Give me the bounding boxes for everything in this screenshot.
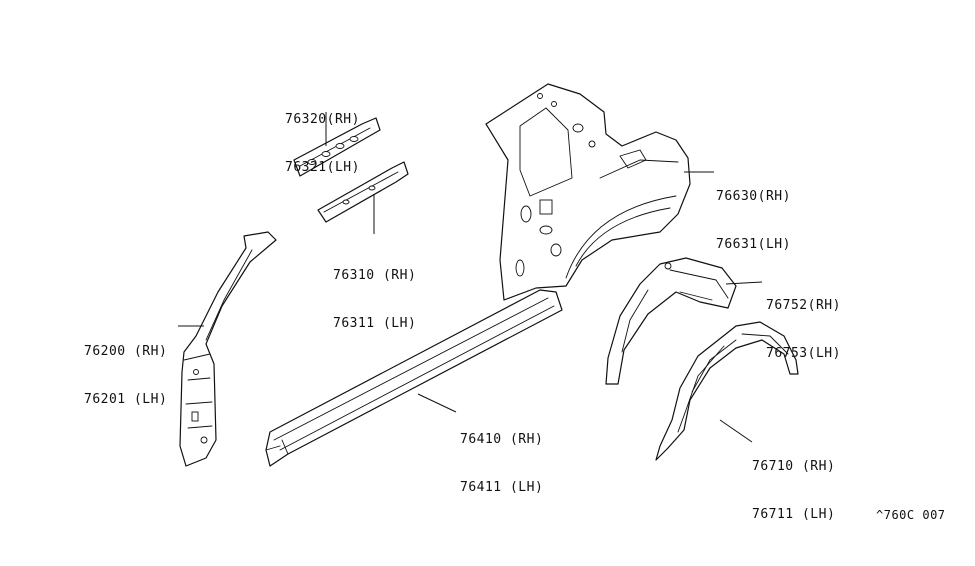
callout-76320-rh: 76320(RH): [285, 112, 360, 127]
callout-76752-rh: 76752(RH): [766, 298, 841, 313]
callout-76410-rh: 76410 (RH): [460, 432, 544, 447]
callout-76710-rh: 76710 (RH): [752, 459, 836, 474]
callout-76310-lh: 76311 (LH): [333, 316, 417, 331]
diagram-reference-code: ^760C 007: [876, 508, 946, 522]
callout-76320: 76320(RH) 76321(LH): [285, 80, 360, 192]
callout-76752-lh: 76753(LH): [766, 346, 841, 361]
callout-76320-lh: 76321(LH): [285, 160, 360, 175]
callout-76200: 76200 (RH) 76201 (LH): [84, 312, 167, 424]
part-76320-roof-rail-reinforcement[interactable]: [293, 117, 381, 177]
part-76630-rear-quarter-panel[interactable]: [485, 83, 691, 301]
callout-76200-rh: 76200 (RH): [84, 344, 168, 359]
part-76310-rail-reinforcement[interactable]: [317, 161, 409, 223]
part-76200-center-pillar[interactable]: [179, 231, 277, 467]
part-76710-wheelhouse-outer[interactable]: [655, 321, 799, 461]
part-76752-wheelhouse-inner[interactable]: [605, 257, 737, 385]
part-76410-sill[interactable]: [265, 289, 563, 467]
callout-76630-rh: 76630(RH): [716, 189, 791, 204]
callout-76752: 76752(RH) 76753(LH): [766, 266, 841, 378]
callout-76710-lh: 76711 (LH): [752, 507, 836, 522]
callout-76310: 76310 (RH) 76311 (LH): [333, 236, 416, 348]
leader-lines: [178, 112, 763, 443]
callout-76410: 76410 (RH) 76411 (LH): [460, 400, 543, 512]
callout-76630-lh: 76631(LH): [716, 237, 791, 252]
callout-76200-lh: 76201 (LH): [84, 392, 168, 407]
callout-76710: 76710 (RH) 76711 (LH): [752, 427, 835, 539]
callout-76310-rh: 76310 (RH): [333, 268, 417, 283]
callout-76630: 76630(RH) 76631(LH): [716, 157, 791, 269]
callout-76410-lh: 76411 (LH): [460, 480, 544, 495]
